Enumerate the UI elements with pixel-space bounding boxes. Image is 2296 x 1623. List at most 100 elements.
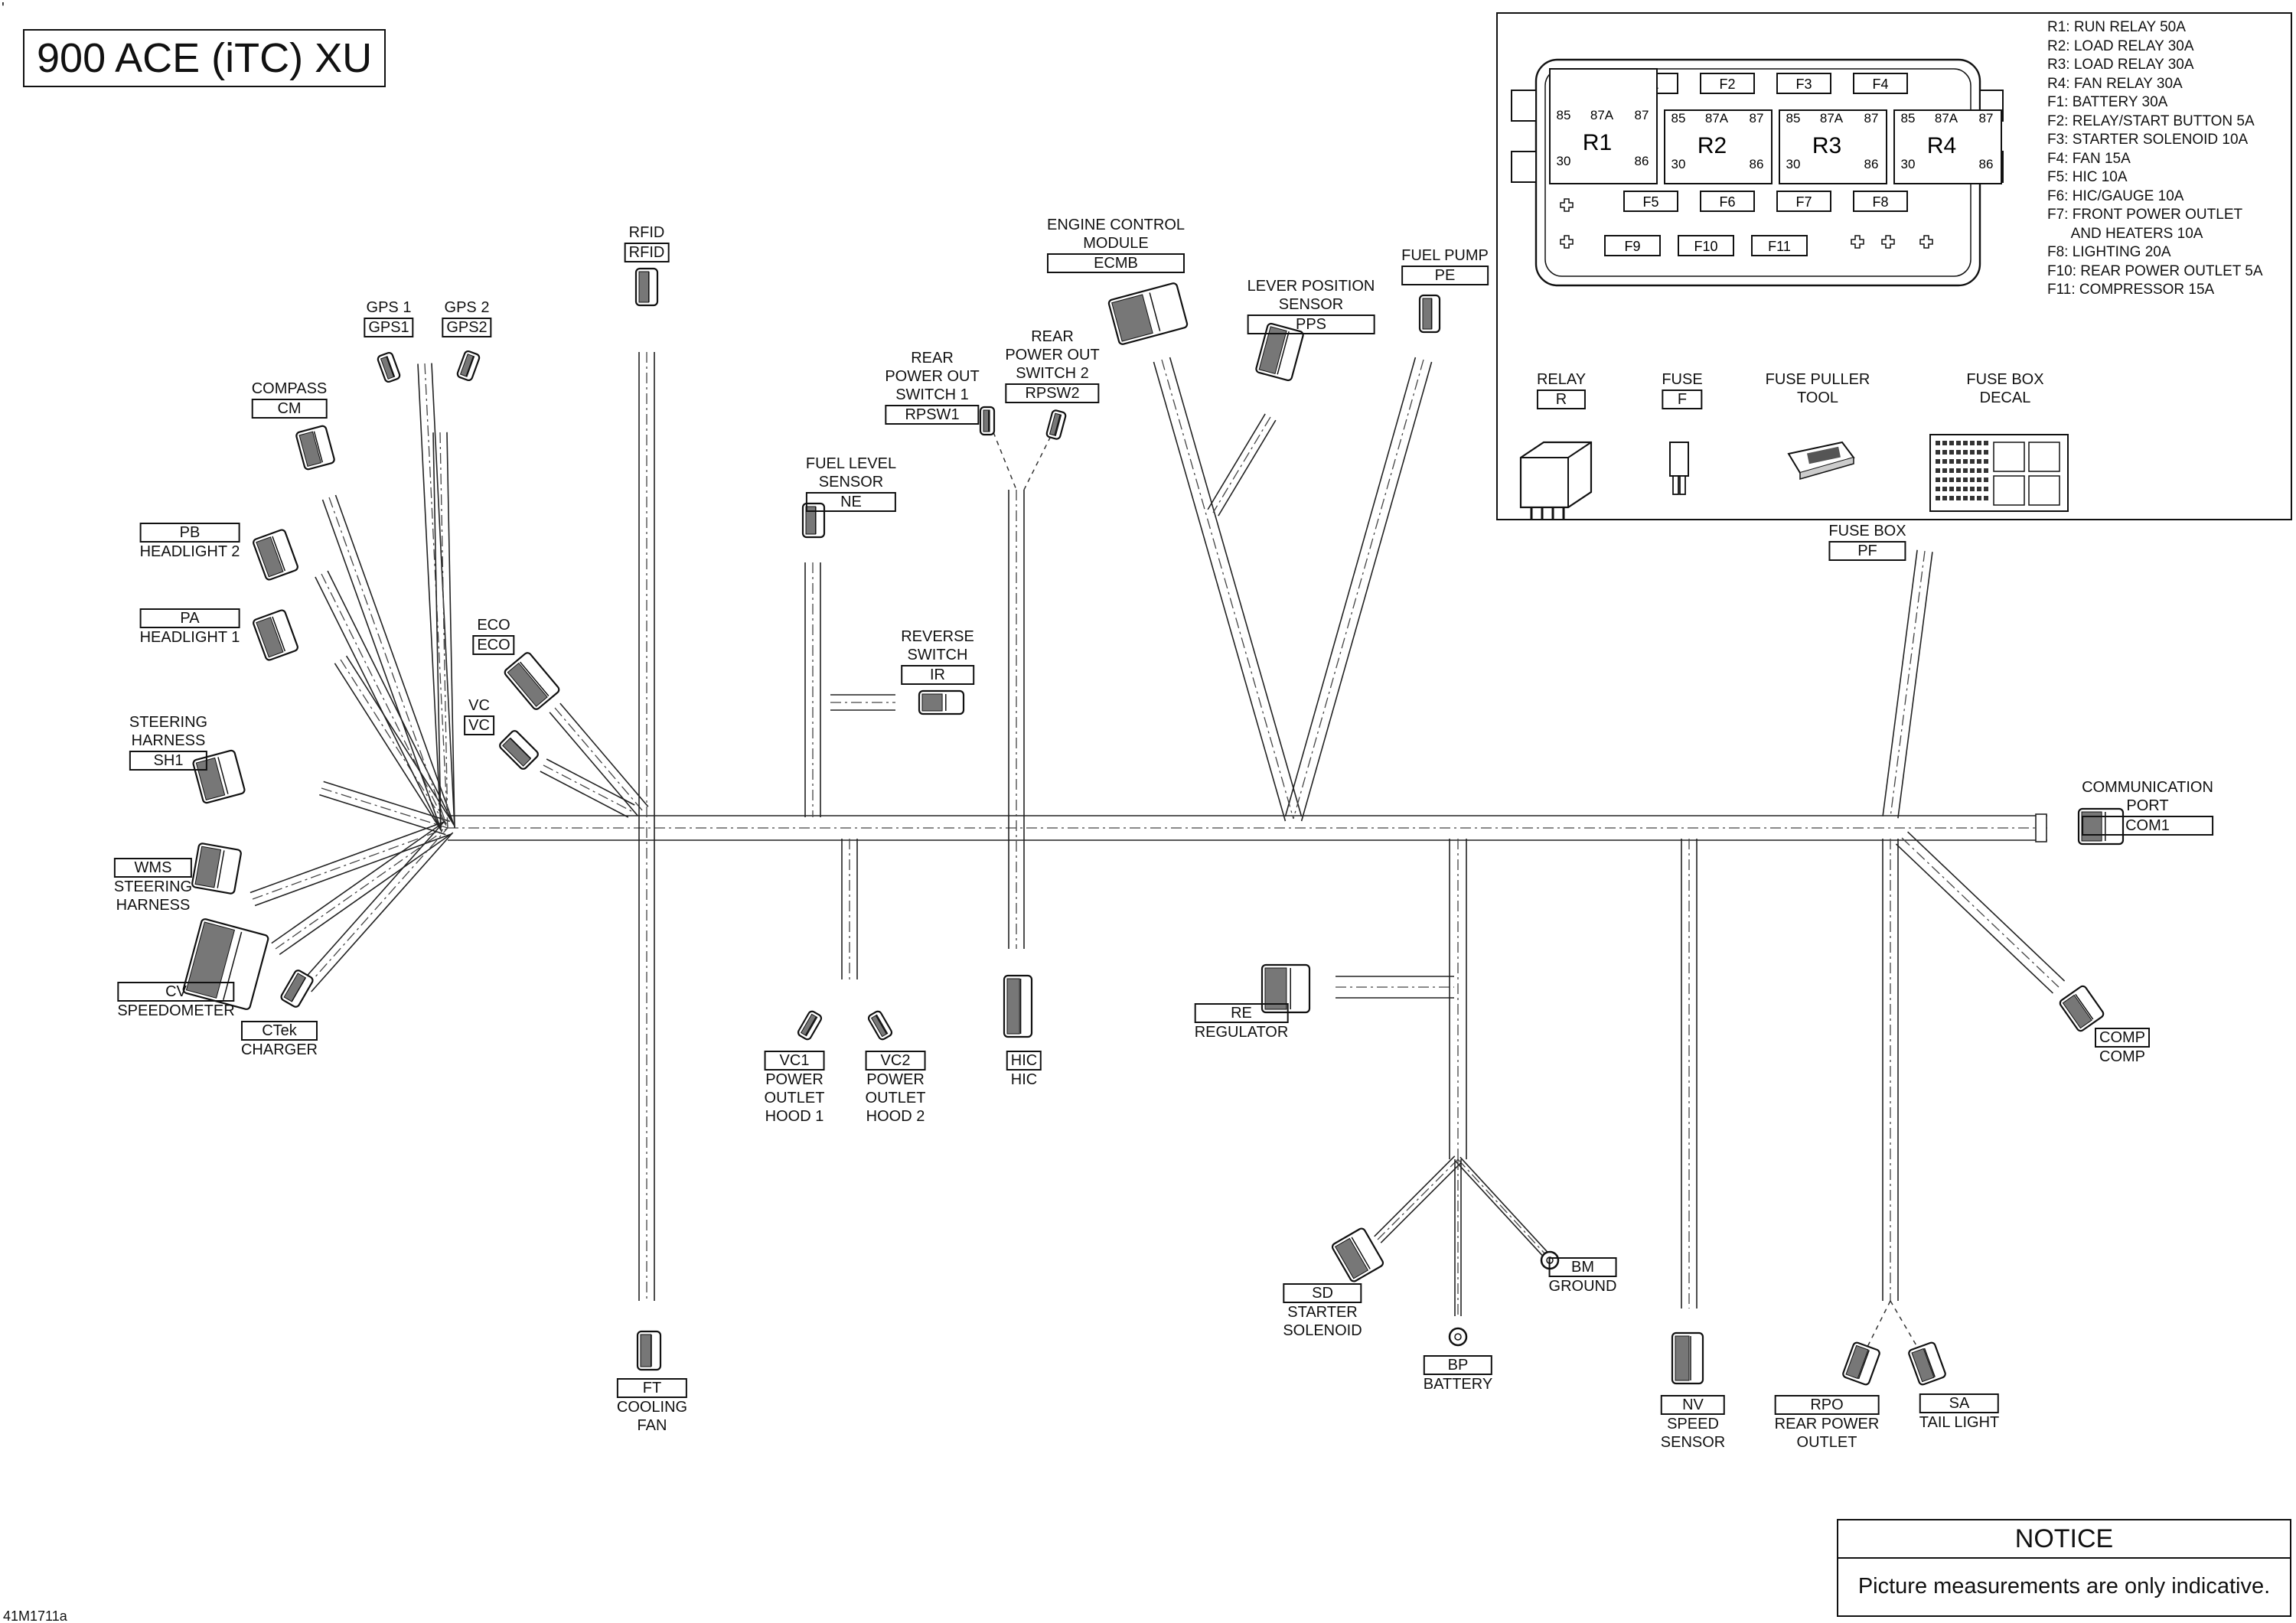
connector-compass: COMPASS CM (251, 380, 328, 419)
connector-label-line: HARNESS (116, 897, 191, 914)
connector-code: SA (1919, 1393, 2000, 1413)
connector-label-line: COMP (2099, 1048, 2145, 1065)
harness-branch (841, 839, 858, 979)
connector-plug (504, 652, 560, 710)
svg-text:30: 30 (1557, 154, 1571, 168)
svg-text:F8: F8 (1872, 194, 1888, 210)
harness-branch (1681, 839, 1698, 1309)
connector-label-line: COMPASS (251, 380, 328, 397)
svg-text:87A: 87A (1705, 111, 1729, 125)
inset-label-line: DECAL (1979, 389, 2031, 406)
inset-label-line: FUSE BOX (1966, 371, 2044, 388)
connector-code: COMP (2095, 1028, 2150, 1048)
fuse-relay-legend: R1: RUN RELAY 50A R2: LOAD RELAY 30A R3:… (2047, 18, 2263, 300)
connector-label-line: GPS 2 (444, 299, 490, 316)
inset-label-line: RELAY (1536, 371, 1587, 388)
connector-label-line: CHARGER (240, 1041, 318, 1058)
connector-code: SD (1283, 1283, 1362, 1303)
connector-label-line: SWITCH 1 (895, 386, 969, 403)
fuse-slot: F2 (1700, 73, 1755, 94)
svg-text:F9: F9 (1624, 239, 1640, 254)
harness-branch (1153, 357, 1303, 822)
connector-plug (634, 267, 659, 307)
connector-plug (191, 842, 242, 895)
connector-plug (253, 529, 298, 581)
fuse-box-drawing: F1F2F3F4F5F6F7F8F9F10F118587A87R13086858… (1511, 58, 2069, 519)
connector-code: PF (1828, 541, 1906, 561)
connector-code: GPS2 (442, 318, 492, 337)
legend-line: R1: RUN RELAY 50A (2047, 19, 2186, 35)
mount-hole (1881, 235, 1895, 249)
connector-gps2: GPS 2 GPS2 (442, 298, 492, 337)
notice-heading: NOTICE (1838, 1520, 2290, 1559)
page-title: 900 ACE (iTC) XU (23, 29, 386, 87)
connector-label-line: REAR POWER (1774, 1416, 1880, 1432)
connector-label-line: VC (468, 697, 490, 714)
corner-mark: ' (2, 0, 5, 17)
harness-branch (549, 702, 649, 816)
connector-plug (1331, 1227, 1384, 1282)
harness-branch (1449, 839, 1467, 1159)
connector-label-line: GPS 1 (366, 299, 412, 316)
dashed-lead (993, 432, 1017, 490)
harness-branch (315, 570, 455, 832)
connector-plug (280, 970, 314, 1008)
fuse-box-inset: F1F2F3F4F5F6F7F8F9F10F118587A87R13086858… (1496, 12, 2292, 520)
connector-code: CM (251, 399, 328, 419)
inset-label-line: TOOL (1796, 389, 1839, 406)
harness-branch (1895, 831, 2066, 994)
svg-text:F3: F3 (1795, 77, 1812, 92)
connector-label-line: REAR (911, 350, 954, 367)
connector-code: PPS (1247, 314, 1375, 334)
connector-plug (1842, 1341, 1880, 1386)
legend-line: R3: LOAD RELAY 30A (2047, 57, 2194, 73)
connector-plug (1261, 963, 1311, 1014)
connector-plug (377, 351, 401, 383)
fuse-slot: F5 (1623, 191, 1678, 212)
connector-label-line: FUEL LEVEL (805, 455, 897, 472)
fuse-slot: F9 (1604, 235, 1661, 256)
fuse-slot: F8 (1853, 191, 1908, 212)
svg-text:85: 85 (1786, 111, 1801, 125)
inset-code: F (1662, 389, 1703, 409)
svg-text:87: 87 (1750, 111, 1764, 125)
connector-code: RPSW2 (1005, 383, 1100, 403)
connector-label-line: SENSOR (1660, 1434, 1726, 1451)
harness-branch (432, 432, 455, 829)
svg-text:F4: F4 (1872, 77, 1888, 92)
dashed-lead (1023, 428, 1055, 490)
connector-plug (1003, 974, 1033, 1038)
connector-label-line: POWER (765, 1071, 823, 1088)
svg-text:F11: F11 (1768, 239, 1791, 254)
connector-plug (797, 1010, 823, 1041)
connector-label-line: HARNESS (131, 732, 206, 749)
svg-text:85: 85 (1901, 111, 1916, 125)
connector-label-line: SWITCH (907, 647, 968, 663)
connector-plug (456, 350, 481, 382)
connector-plug (1107, 282, 1189, 345)
connector-code: CTek (240, 1021, 318, 1041)
inset-code: R (1536, 389, 1587, 409)
connector-code: PE (1401, 266, 1489, 285)
connector-code: HIC (1006, 1051, 1042, 1071)
notice-box: NOTICE Picture measurements are only ind… (1837, 1519, 2291, 1617)
connector-code: COM1 (2082, 816, 2213, 836)
connector-code: ECMB (1046, 253, 1186, 273)
connector-label-line: BATTERY (1423, 1376, 1493, 1393)
connector-code: RPO (1774, 1395, 1880, 1415)
fuse-box-decal-icon (1929, 434, 2069, 512)
connector-label-line: HOOD 2 (866, 1108, 925, 1125)
legend-line: F2: RELAY/START BUTTON 5A (2047, 112, 2255, 129)
connector-label-line: HOOD 1 (765, 1108, 824, 1125)
